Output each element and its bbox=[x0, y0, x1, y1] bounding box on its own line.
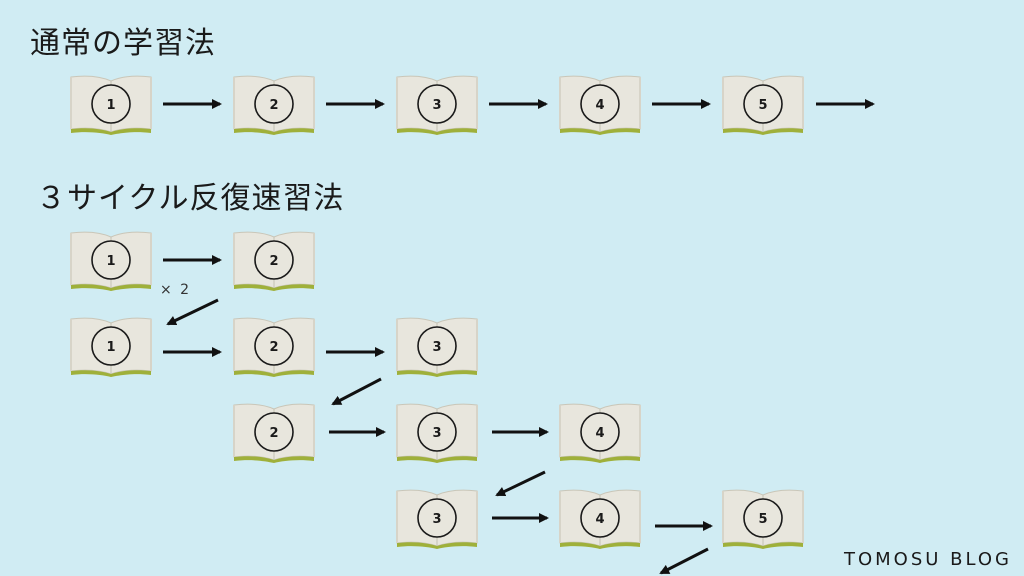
book-icon: 1 bbox=[68, 71, 154, 135]
book-number: 5 bbox=[758, 512, 767, 527]
book-icon: 3 bbox=[394, 313, 480, 377]
book-icon: 2 bbox=[231, 399, 317, 463]
book-number: 2 bbox=[269, 254, 278, 269]
book-icon: 4 bbox=[557, 71, 643, 135]
book-number: 3 bbox=[432, 426, 441, 441]
book-number: 2 bbox=[269, 98, 278, 113]
book-icon: 2 bbox=[231, 227, 317, 291]
book-number: 2 bbox=[269, 426, 278, 441]
book-number: 4 bbox=[595, 512, 604, 527]
book-icon: 4 bbox=[557, 399, 643, 463]
book-icon: 2 bbox=[231, 71, 317, 135]
book-number: 2 bbox=[269, 340, 278, 355]
book-icon: 5 bbox=[720, 71, 806, 135]
book-number: 3 bbox=[432, 512, 441, 527]
book-icon: 5 bbox=[720, 485, 806, 549]
normal-method-title: 通常の学習法 bbox=[30, 26, 216, 61]
diagonal-arrow-icon bbox=[331, 377, 382, 406]
brand-watermark: TOMOSU BLOG bbox=[843, 549, 1012, 570]
book-icon: 3 bbox=[394, 485, 480, 549]
book-icon: 4 bbox=[557, 485, 643, 549]
book-icon: 3 bbox=[394, 399, 480, 463]
book-number: 4 bbox=[595, 98, 604, 113]
book-icon: 3 bbox=[394, 71, 480, 135]
book-number: 1 bbox=[106, 98, 115, 113]
book-icon: 1 bbox=[68, 227, 154, 291]
book-icon: 1 bbox=[68, 313, 154, 377]
book-number: 1 bbox=[106, 340, 115, 355]
book-number: 5 bbox=[758, 98, 767, 113]
book-number: 3 bbox=[432, 98, 441, 113]
diagonal-arrow-icon bbox=[166, 298, 219, 326]
book-number: 3 bbox=[432, 340, 441, 355]
book-number: 1 bbox=[106, 254, 115, 269]
repeat-count-label: × 2 bbox=[160, 282, 192, 298]
diagonal-arrow-icon bbox=[495, 470, 546, 497]
book-icon: 2 bbox=[231, 313, 317, 377]
diagonal-arrow-icon bbox=[659, 547, 709, 575]
cycle-method-title: ３サイクル反復速習法 bbox=[36, 181, 345, 216]
book-number: 4 bbox=[595, 426, 604, 441]
